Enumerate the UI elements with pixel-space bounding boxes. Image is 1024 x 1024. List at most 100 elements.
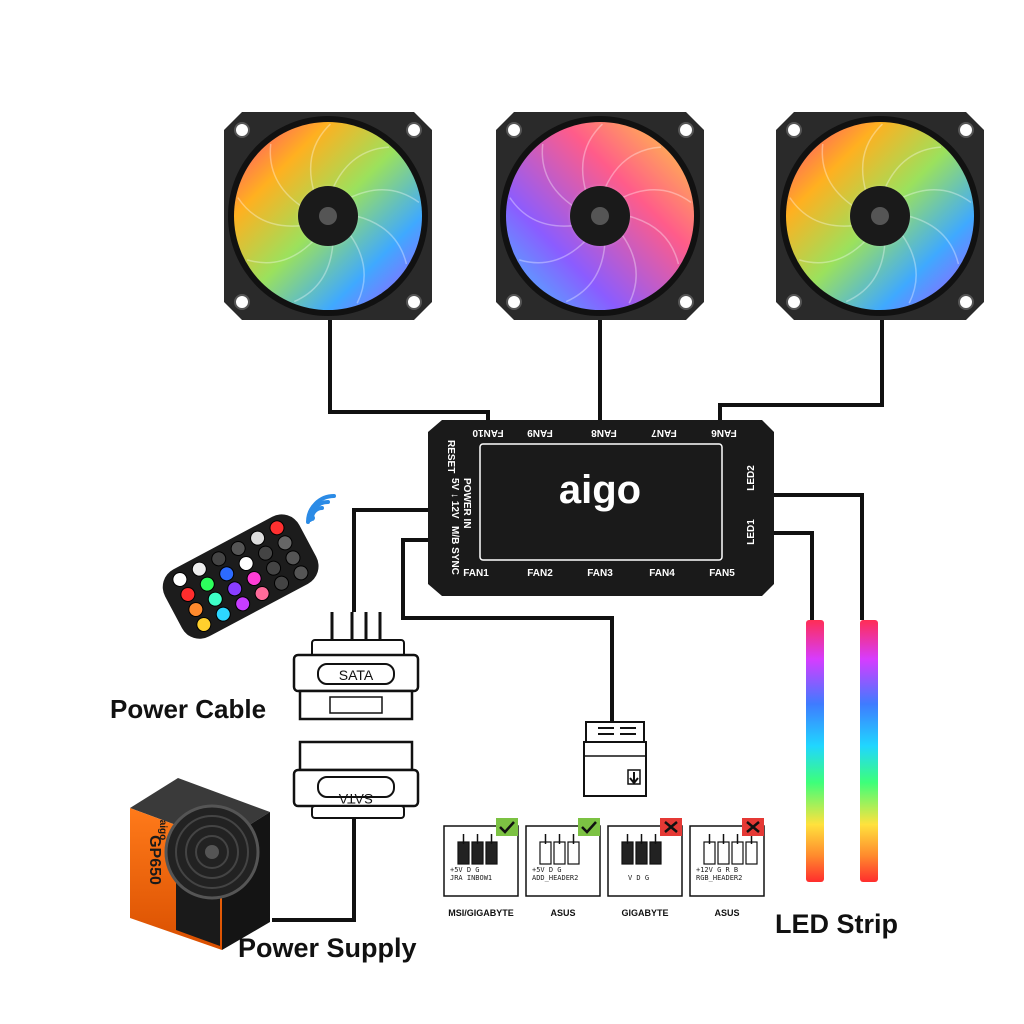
hub-side-label: LED2 <box>746 465 757 491</box>
remote-button <box>277 535 293 551</box>
hub-port-label: FAN8 <box>591 427 617 438</box>
hub-port-label: FAN10 <box>472 427 504 438</box>
hub-side-label: M/B SYNC <box>449 526 460 575</box>
checkmark-icon <box>499 821 515 834</box>
cross-icon <box>746 821 760 833</box>
hub-port-label: FAN4 <box>649 568 675 579</box>
header-card: V D G GIGABYTE <box>607 818 683 918</box>
remote-button <box>211 551 227 567</box>
hub-body <box>428 420 774 596</box>
remote-button <box>238 555 254 571</box>
psu-model-label: GP650 <box>146 835 163 885</box>
remote-buttons <box>172 520 309 632</box>
mb-sync-cable <box>401 538 614 722</box>
hub-port-label: FAN2 <box>527 568 553 579</box>
remote-button <box>235 596 251 612</box>
remote-button <box>285 550 301 566</box>
remote-button <box>230 540 246 556</box>
hub-side-label: 5V ↓ 12V <box>449 478 460 519</box>
psu-cable <box>272 812 356 922</box>
hub-side-label: POWER IN <box>461 478 472 529</box>
hub-bottom-ports: FAN1 FAN2 FAN3 FAN4 FAN5 <box>463 568 735 579</box>
sata-power-cable <box>352 508 432 612</box>
hub-port-label: FAN7 <box>651 427 677 438</box>
hub-port-label: FAN9 <box>527 427 553 438</box>
cross-icon <box>664 821 678 833</box>
rgb-fan <box>776 112 984 320</box>
sata-top-label: SATA <box>339 667 374 683</box>
remote-button <box>254 586 270 602</box>
led-strip-1 <box>806 620 824 882</box>
rgb-fan <box>224 112 432 320</box>
led-strips <box>806 620 878 882</box>
header-label: ADD_HEADER2 <box>532 874 578 882</box>
header-label: V D G <box>628 874 649 882</box>
hub-logo: aigo <box>559 468 641 512</box>
check-badge <box>578 818 600 836</box>
power-cable-label: Power Cable <box>110 694 266 724</box>
fans <box>224 112 984 320</box>
remote-button <box>258 545 274 561</box>
remote-button <box>191 561 207 577</box>
remote-button <box>227 581 243 597</box>
remote-button <box>207 591 223 607</box>
header-label: JRA INBOW1 <box>450 874 492 882</box>
hub-window <box>479 443 723 561</box>
header-pin-label: +5V D G <box>450 866 480 874</box>
mb-sync-connector <box>583 721 647 797</box>
fan-left-cable <box>328 320 490 428</box>
header-vendor-label: GIGABYTE <box>621 908 668 918</box>
hub-port-label: FAN6 <box>711 427 737 438</box>
remote-button <box>172 571 188 587</box>
hub-port-label: FAN5 <box>709 568 735 579</box>
hub-side-label: LED1 <box>746 519 757 545</box>
remote-button <box>196 616 212 632</box>
remote-button <box>215 606 231 622</box>
led2-cable <box>772 493 864 620</box>
header-vendor-label: MSI/GIGABYTE <box>448 908 514 918</box>
hub-side-label: RESET <box>445 440 456 473</box>
header-vendor-label: ASUS <box>714 908 739 918</box>
led-strip-2 <box>860 620 878 882</box>
remote-button <box>293 565 309 581</box>
sata-bottom-label: SATA <box>338 791 373 807</box>
remote-button <box>188 601 204 617</box>
remote-button <box>219 566 235 582</box>
sata-connector-top: SATA <box>292 612 420 721</box>
psu-brand-label: aigo <box>157 820 168 841</box>
led1-cable <box>772 531 814 620</box>
remote-button <box>266 560 282 576</box>
header-vendor-label: ASUS <box>550 908 575 918</box>
remote-button <box>274 575 290 591</box>
power-supply-label: Power Supply <box>238 933 417 963</box>
remote-button <box>269 520 285 536</box>
sata-connector-bottom: SATA <box>292 740 420 819</box>
rgb-fan <box>496 112 704 320</box>
arrow-down-icon <box>627 769 641 785</box>
fan-right-cable <box>718 320 884 428</box>
header-label: RGB_HEADER2 <box>696 874 742 882</box>
checkmark-icon <box>581 821 597 834</box>
wireless-signal-icon <box>306 494 336 524</box>
remote-button <box>250 530 266 546</box>
hub-port-label: FAN3 <box>587 568 613 579</box>
remote-control <box>162 514 319 639</box>
header-pin-label: +12V G R B <box>696 866 738 874</box>
remote-button <box>180 586 196 602</box>
led-strip-label: LED Strip <box>775 909 898 939</box>
remote-button <box>199 576 215 592</box>
header-pin-label: +5V D G <box>532 866 562 874</box>
remote-button <box>246 570 262 586</box>
hub-port-label: FAN1 <box>463 568 489 579</box>
power-supply-unit: GP650 aigo <box>130 778 270 950</box>
check-badge <box>496 818 518 836</box>
hub-top-ports: FAN10 FAN9 FAN8 FAN7 FAN6 <box>472 427 737 438</box>
